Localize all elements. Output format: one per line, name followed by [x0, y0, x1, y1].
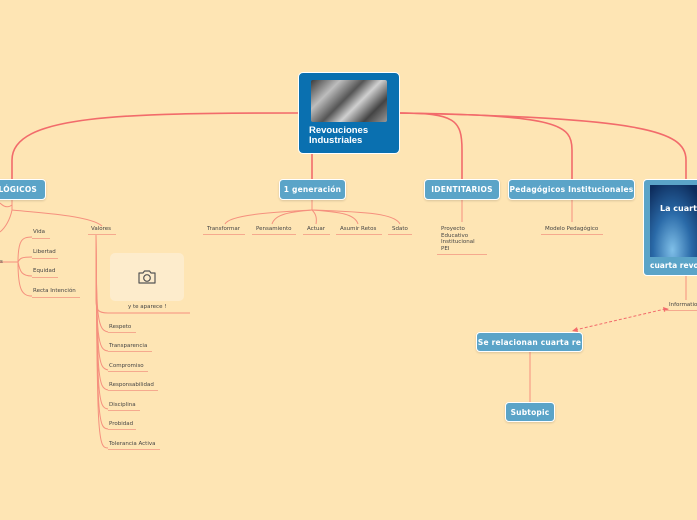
- subtopic-pensamiento[interactable]: Pensamiento: [256, 226, 292, 232]
- valor-compromiso[interactable]: Compromiso: [109, 363, 144, 369]
- valor-respeto[interactable]: Respeto: [109, 324, 132, 330]
- topic-cuarta-label: cuarta revo: [650, 261, 697, 270]
- subtopic-recta-intencion[interactable]: Recta Intención: [33, 288, 76, 294]
- subtopic-pei[interactable]: Proyecto Educativo Institucional PEI: [441, 226, 475, 252]
- valor-disciplina[interactable]: Disciplina: [109, 402, 136, 408]
- subtopic-vida[interactable]: Vida: [33, 229, 46, 235]
- valor-transparencia[interactable]: Transparencia: [109, 343, 148, 349]
- subtopic-asumir-retos[interactable]: Asumir Retos: [340, 226, 377, 232]
- floating-subtopic[interactable]: Subtopic: [505, 402, 555, 422]
- subtopic-informatio[interactable]: Informatio: [669, 302, 697, 308]
- valor-tolerancia-activa[interactable]: Tolerancia Activa: [109, 441, 156, 447]
- floating-topic-relacion[interactable]: Se relacionan cuarta re: [476, 332, 583, 352]
- subtopic-valores[interactable]: Valores: [91, 226, 111, 232]
- subtopic-equidad[interactable]: Equidad: [33, 268, 56, 274]
- topic-cuarta-revolucion[interactable]: La cuarta revolución industrial cuarta r…: [643, 179, 697, 276]
- root-title: Revouciones Industriales: [309, 125, 369, 146]
- valor-responsabilidad[interactable]: Responsabilidad: [109, 382, 154, 388]
- root-topic[interactable]: Revouciones Industriales: [298, 72, 400, 154]
- subtopic-libertad[interactable]: Libertad: [33, 249, 56, 255]
- subtopic-sdato[interactable]: Sdato: [392, 226, 408, 232]
- book-cover-image: La cuarta revolución industrial: [650, 185, 697, 257]
- image-caption[interactable]: y te aparece !: [128, 304, 167, 310]
- image-placeholder[interactable]: [110, 253, 184, 301]
- topic-pedagogicos[interactable]: Pedagógicos Institucionales: [508, 179, 635, 200]
- topic-identitarios[interactable]: IDENTITARIOS: [424, 179, 500, 200]
- subtopic-partial[interactable]: s: [0, 259, 3, 265]
- industrial-photo: [311, 80, 387, 122]
- subtopic-modelo-pedagogico[interactable]: Modelo Pedagógico: [545, 226, 599, 232]
- topic-primera-generacion[interactable]: 1 generación: [279, 179, 346, 200]
- camera-icon: [138, 270, 156, 284]
- subtopic-actuar[interactable]: Actuar: [307, 226, 325, 232]
- valor-probidad[interactable]: Probidad: [109, 421, 134, 427]
- subtopic-transformar[interactable]: Transformar: [207, 226, 240, 232]
- topic-tecnologicos[interactable]: LÓGICOS: [0, 179, 46, 200]
